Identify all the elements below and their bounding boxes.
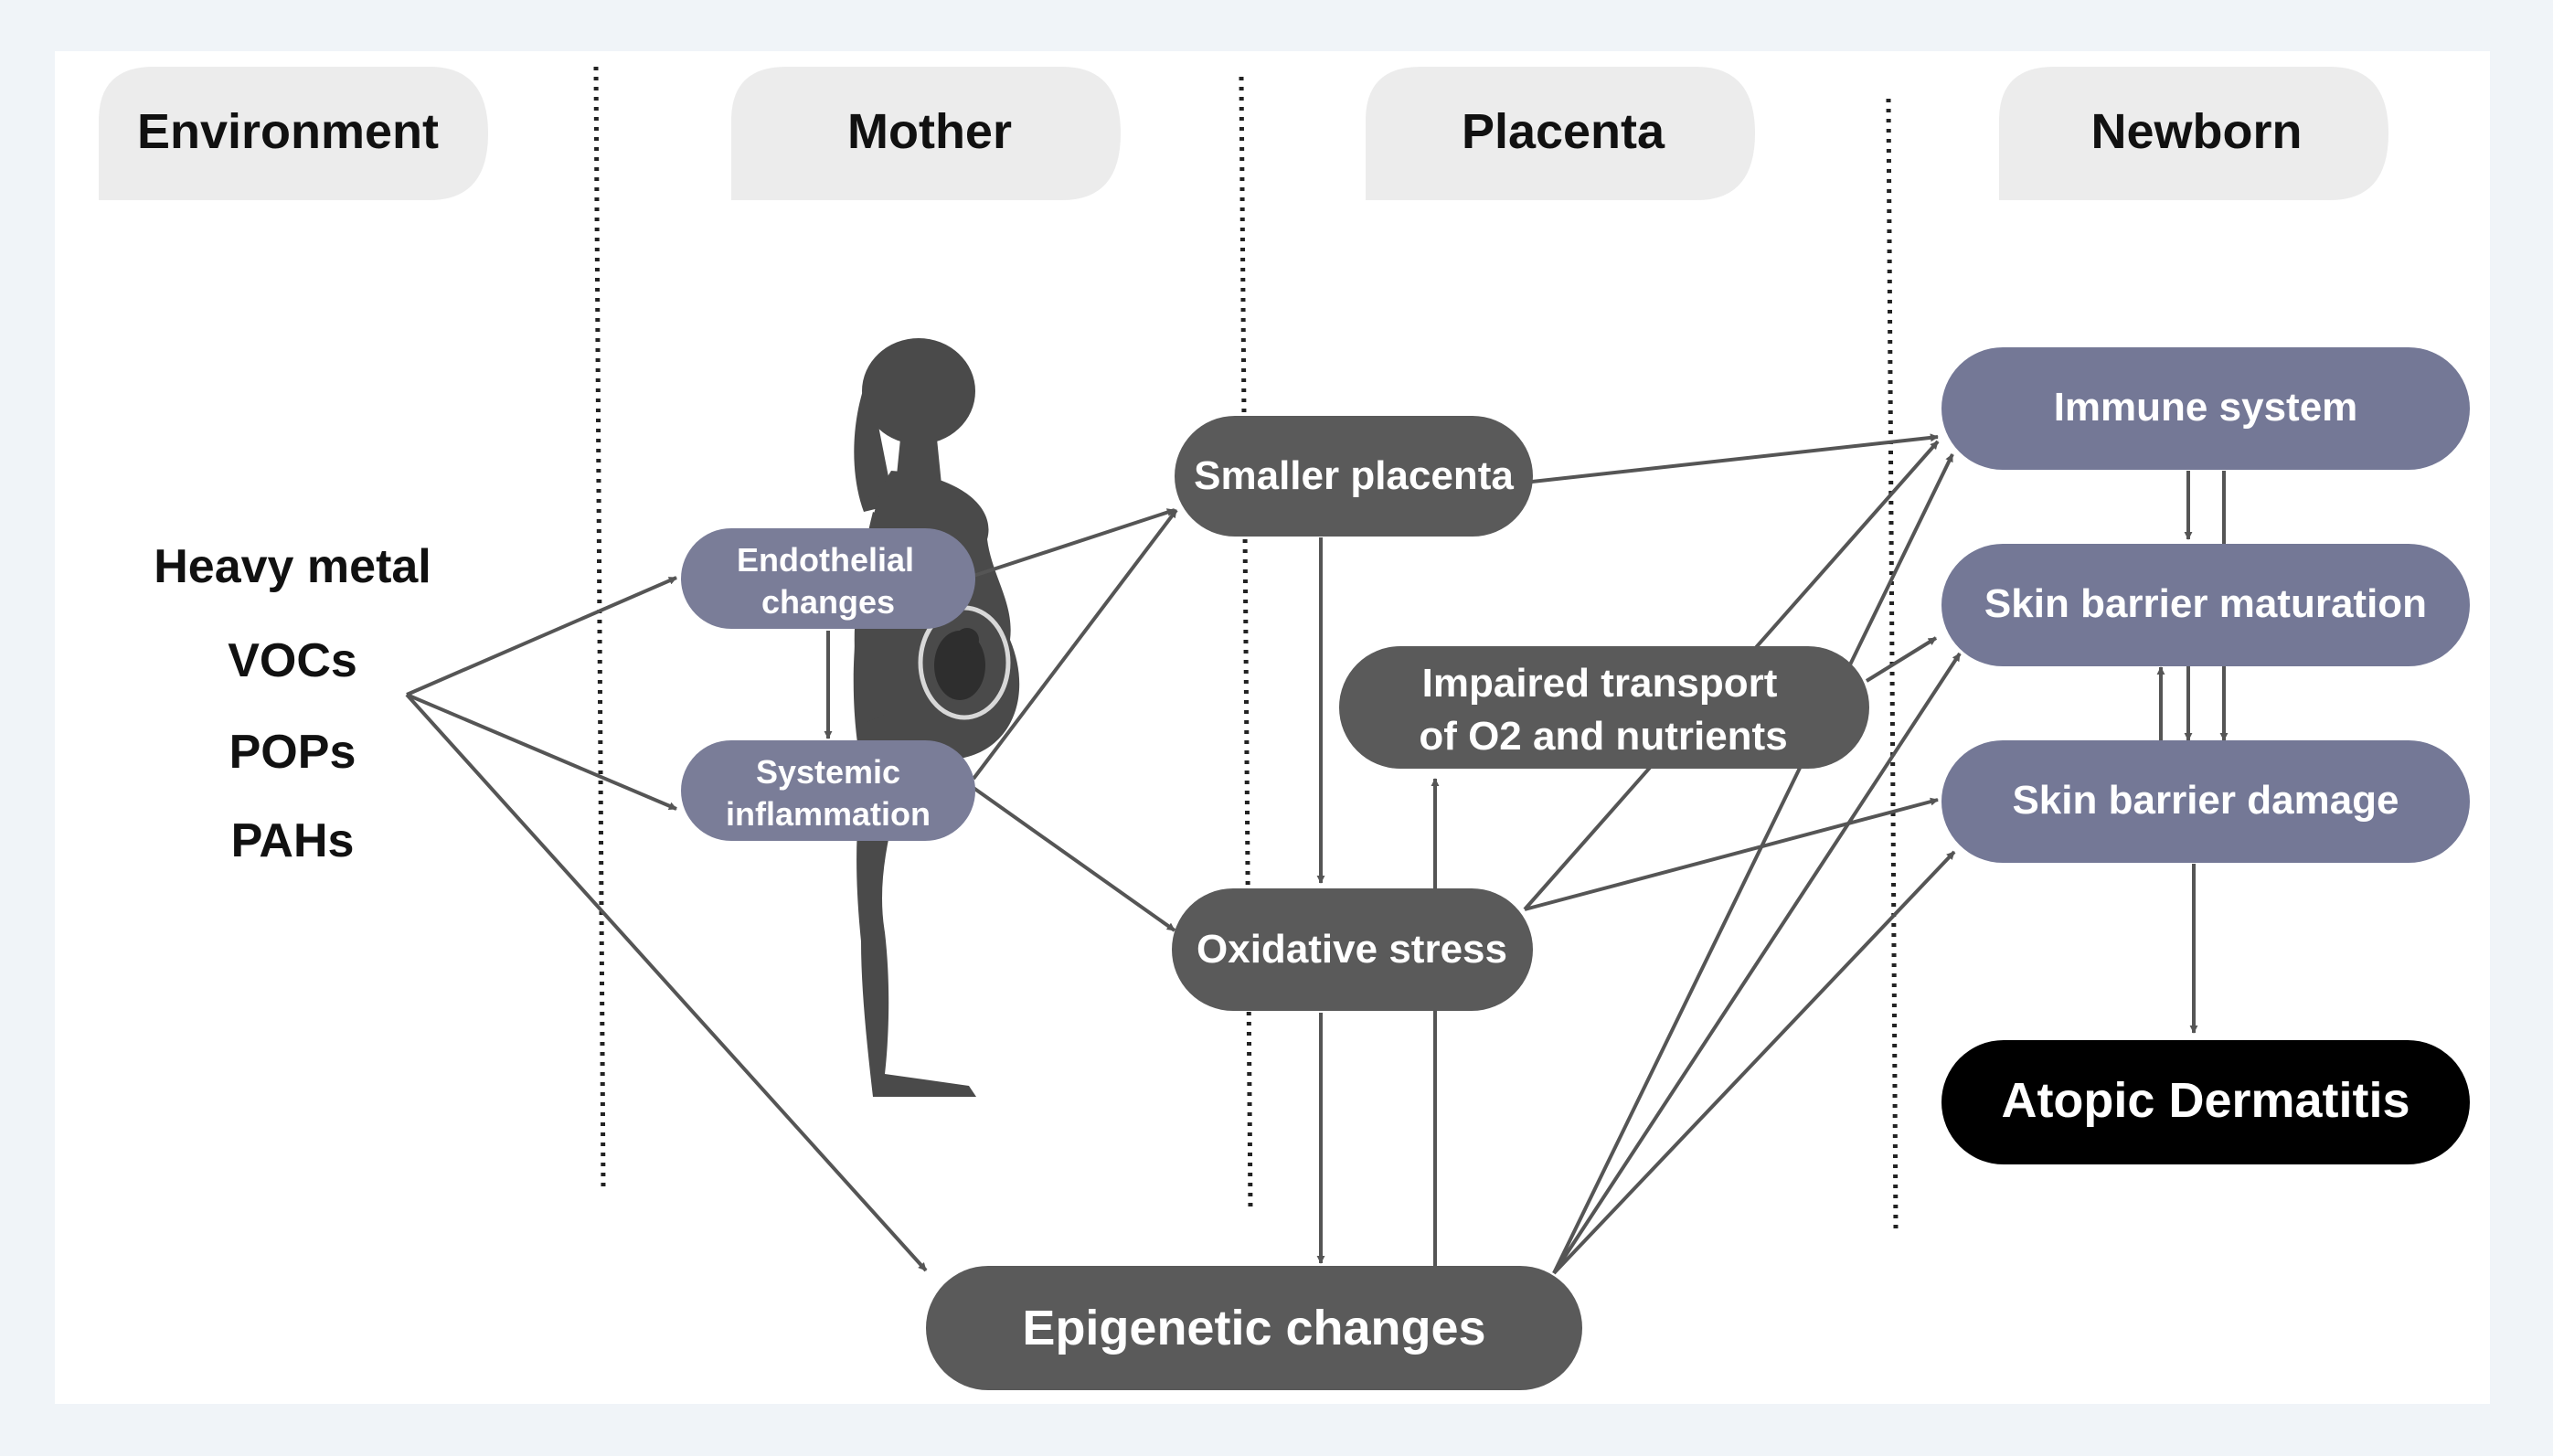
exposure-heavy-metal: Heavy metal xyxy=(154,540,431,593)
arrow-smaller-placenta-immune xyxy=(1531,433,1939,484)
header-newborn-label: Newborn xyxy=(2090,104,2302,159)
arrow-endothelial-smaller-placenta xyxy=(973,508,1175,578)
node-impaired-transport: Impaired transport of O2 and nutrients xyxy=(1339,646,1869,769)
arrow-exposure-systemic xyxy=(406,693,677,811)
node-skin-barrier-damage: Skin barrier damage xyxy=(1941,740,2470,863)
node-immune-system: Immune system xyxy=(1941,347,2470,470)
header-placenta: Placenta xyxy=(1366,67,1755,200)
separator-2 xyxy=(1239,76,1253,1212)
arrow-impaired-maturation xyxy=(1865,636,1938,683)
exposure-pops: POPs xyxy=(229,726,356,779)
node-epigenetic-changes: Epigenetic changes xyxy=(926,1266,1582,1390)
node-systemic-inflammation: Systemic inflammation xyxy=(681,740,975,841)
arrow-systemic-smaller-placenta xyxy=(972,508,1178,781)
node-endothelial-changes: Endothelial changes xyxy=(681,528,975,629)
pregnant-woman-silhouette xyxy=(853,338,1020,1097)
immune-system-label: Immune system xyxy=(2054,385,2358,430)
impaired-transport-line-1: Impaired transport xyxy=(1422,661,1778,706)
endothelial-line-2: changes xyxy=(761,583,895,621)
exposure-pahs: PAHs xyxy=(231,814,355,867)
arrow-exposure-epigenetic xyxy=(405,693,928,1272)
node-skin-barrier-maturation: Skin barrier maturation xyxy=(1941,544,2470,666)
skin-barrier-maturation-label: Skin barrier maturation xyxy=(1984,581,2427,626)
smaller-placenta-label: Smaller placenta xyxy=(1194,453,1514,498)
atopic-dermatitis-label: Atopic Dermatitis xyxy=(2001,1073,2409,1128)
node-oxidative-stress: Oxidative stress xyxy=(1172,888,1533,1011)
header-mother: Mother xyxy=(731,67,1121,200)
systemic-line-2: inflammation xyxy=(726,795,931,833)
systemic-line-1: Systemic xyxy=(756,753,900,791)
epigenetic-changes-label: Epigenetic changes xyxy=(1022,1301,1485,1355)
header-newborn: Newborn xyxy=(1999,67,2388,200)
arrow-oxidative-damage xyxy=(1524,797,1939,911)
arrow-epigenetic-immune xyxy=(1552,453,1954,1274)
arrow-epigenetic-damage xyxy=(1552,850,1956,1275)
column-separators xyxy=(593,66,1899,1233)
oxidative-stress-label: Oxidative stress xyxy=(1197,927,1507,972)
arrow-epigenetic-maturation xyxy=(1552,652,1962,1275)
arrow-exposure-endothelial xyxy=(406,576,677,696)
endothelial-line-1: Endothelial xyxy=(737,541,914,579)
arrows xyxy=(405,433,2229,1275)
header-placenta-label: Placenta xyxy=(1462,104,1665,159)
node-smaller-placenta: Smaller placenta xyxy=(1175,416,1533,537)
header-environment-label: Environment xyxy=(137,104,439,159)
separator-1 xyxy=(593,66,606,1191)
skin-barrier-damage-label: Skin barrier damage xyxy=(2012,778,2399,823)
header-mother-label: Mother xyxy=(847,104,1012,159)
exposure-vocs: VOCs xyxy=(228,634,357,687)
impaired-transport-line-2: of O2 and nutrients xyxy=(1419,714,1787,759)
header-environment: Environment xyxy=(99,67,488,200)
arrow-systemic-oxidative xyxy=(972,786,1176,932)
exposure-list: Heavy metal VOCs POPs PAHs xyxy=(154,540,431,867)
figure-panel xyxy=(55,51,2490,1404)
node-atopic-dermatitis: Atopic Dermatitis xyxy=(1941,1040,2470,1164)
